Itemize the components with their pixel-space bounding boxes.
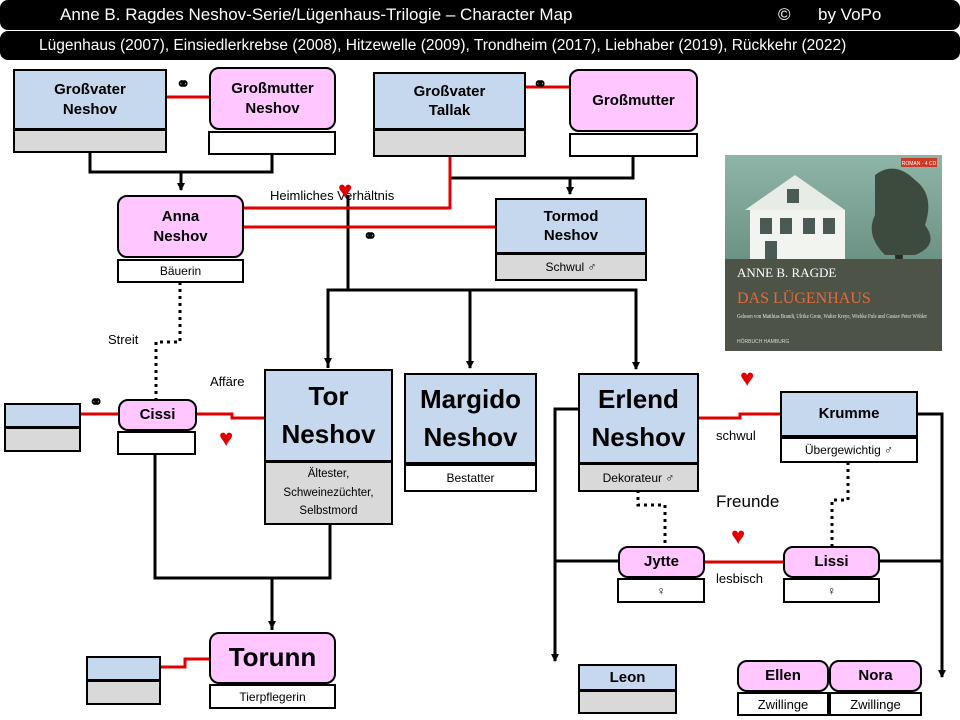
note-leon	[578, 690, 677, 714]
note-cissi-partner	[4, 427, 81, 452]
box-torunn[interactable]: Torunn	[209, 632, 336, 684]
book-cover-image: ROMAN · 4 CD ANNE B. RAGDE DAS LÜGENHAUS…	[725, 155, 942, 351]
note-torunn-partner	[86, 680, 161, 705]
author-credit: by VoPo	[818, 5, 882, 24]
box-krumme[interactable]: Krumme	[780, 391, 918, 437]
name-torunn: Torunn	[228, 642, 317, 673]
note-erlend: Dekorateur ♂	[578, 463, 699, 492]
name-cissi: Cissi	[139, 406, 176, 424]
name-tor: Tor Neshov	[281, 380, 376, 449]
box-leon[interactable]: Leon	[578, 664, 677, 691]
name-grossvater-neshov: Großvater Neshov	[54, 81, 126, 118]
header-title-bar: Anne B. Ragdes Neshov-Serie/Lügenhaus-Tr…	[0, 0, 960, 30]
label-lesbisch: lesbisch	[716, 571, 763, 586]
line-freunde-krumme	[830, 462, 850, 548]
label-freunde: Freunde	[716, 492, 780, 511]
box-grossmutter[interactable]: Großmutter	[569, 69, 698, 132]
cover-publisher: HÖRBUCH HAMBURG	[737, 338, 789, 345]
heart-icon: ♥	[338, 177, 353, 204]
box-erlend-neshov[interactable]: Erlend Neshov	[578, 373, 699, 464]
box-lissi[interactable]: Lissi	[783, 546, 880, 578]
label-affaere: Affäre	[210, 374, 245, 389]
note-grossvater-tallak	[373, 129, 526, 157]
name-ellen: Ellen	[765, 667, 801, 685]
line-tor-to-torunn	[272, 524, 332, 580]
note-lissi: ♀	[783, 578, 880, 603]
name-anna: Anna Neshov	[153, 208, 208, 245]
cover-badge: ROMAN · 4 CD	[902, 161, 937, 167]
name-grossmutter-neshov: Großmutter Neshov	[231, 80, 314, 117]
note-anna: Bäuerin	[117, 259, 244, 283]
line-to-nora	[880, 412, 944, 563]
box-cissi[interactable]: Cissi	[118, 399, 197, 431]
note-nora: Zwillinge	[829, 692, 922, 716]
name-margido: Margido Neshov	[419, 383, 522, 452]
box-grossvater-tallak[interactable]: Großvater Tallak	[373, 72, 526, 130]
cover-author: ANNE B. RAGDE	[737, 265, 836, 280]
line-schwul	[699, 412, 780, 420]
line-neshov-grandparents-to-anna	[88, 152, 274, 174]
note-cissi	[117, 431, 196, 455]
name-erlend: Erlend Neshov	[591, 383, 686, 452]
note-tor: Ältester, Schweinezüchter, Selbstmord	[264, 461, 393, 525]
header-books-bar: Lügenhaus (2007), Einsiedlerkrebse (2008…	[0, 31, 960, 60]
name-grossvater-tallak: Großvater Tallak	[413, 82, 486, 120]
heart-icon: ♥	[731, 523, 746, 550]
line-children-bar	[328, 288, 638, 368]
marriage-rings-icon: ⚭	[89, 393, 104, 412]
name-krumme: Krumme	[818, 405, 880, 423]
box-nora[interactable]: Nora	[829, 660, 922, 692]
name-tormod: Tormod Neshov	[543, 207, 599, 245]
box-anna-neshov[interactable]: Anna Neshov	[117, 195, 244, 258]
box-cissi-partner[interactable]	[4, 403, 81, 428]
cover-readers: Gelesen von Matthias Brandt, Ulrike Grot…	[737, 314, 927, 320]
name-leon: Leon	[609, 668, 646, 686]
box-jytte[interactable]: Jytte	[618, 546, 705, 578]
note-tor-text: Ältester, Schweinezüchter, Selbstmord	[283, 468, 374, 518]
label-heimlich: Heimliches Verhältnis	[270, 188, 395, 203]
marriage-rings-icon: ⚭	[533, 75, 548, 94]
line-tallak-grandparents-to-tormod	[448, 157, 635, 180]
box-ellen[interactable]: Ellen	[737, 660, 829, 692]
cover-title: DAS LÜGENHAUS	[737, 289, 871, 307]
line-streit	[154, 282, 182, 400]
map-title: Anne B. Ragdes Neshov-Serie/Lügenhaus-Tr…	[60, 5, 573, 24]
name-lissi: Lissi	[814, 553, 849, 571]
note-jytte: ♀	[617, 578, 705, 603]
label-streit: Streit	[108, 332, 139, 347]
line-to-leon	[553, 407, 618, 563]
marriage-rings-icon: ⚭	[176, 75, 191, 94]
name-nora: Nora	[858, 667, 893, 685]
note-tormod: Schwul ♂	[495, 253, 647, 281]
book-list: Lügenhaus (2007), Einsiedlerkrebse (2008…	[39, 36, 847, 54]
heart-icon: ♥	[740, 365, 755, 392]
name-grossmutter: Großmutter	[592, 91, 675, 109]
note-torunn: Tierpflegerin	[209, 684, 336, 709]
box-torunn-partner[interactable]	[86, 656, 161, 681]
box-grossmutter-neshov[interactable]: Großmutter Neshov	[209, 67, 336, 130]
line-affaere	[197, 412, 264, 420]
box-tor-neshov[interactable]: Tor Neshov	[264, 369, 393, 462]
box-tormod-neshov[interactable]: Tormod Neshov	[495, 198, 647, 254]
heart-icon: ♥	[219, 425, 234, 452]
line-freunde-erlend	[636, 490, 667, 548]
marriage-line-torunn	[160, 657, 209, 669]
line-to-children	[326, 195, 350, 368]
note-grossmutter	[569, 133, 698, 157]
line-cissi-to-torunn	[153, 453, 274, 630]
box-margido-neshov[interactable]: Margido Neshov	[404, 373, 537, 464]
note-ellen: Zwillinge	[737, 692, 829, 716]
line-heimlich	[244, 157, 452, 210]
note-krumme: Übergewichtig ♂	[780, 437, 918, 463]
note-grossvater-neshov	[13, 129, 167, 153]
copyright-symbol: ©	[778, 5, 791, 24]
label-schwul: schwul	[716, 428, 756, 443]
note-grossmutter-neshov	[208, 131, 336, 155]
marriage-rings-icon: ⚭	[363, 227, 378, 246]
box-grossvater-neshov[interactable]: Großvater Neshov	[13, 69, 167, 130]
note-margido: Bestatter	[404, 464, 537, 492]
name-jytte: Jytte	[643, 553, 680, 571]
